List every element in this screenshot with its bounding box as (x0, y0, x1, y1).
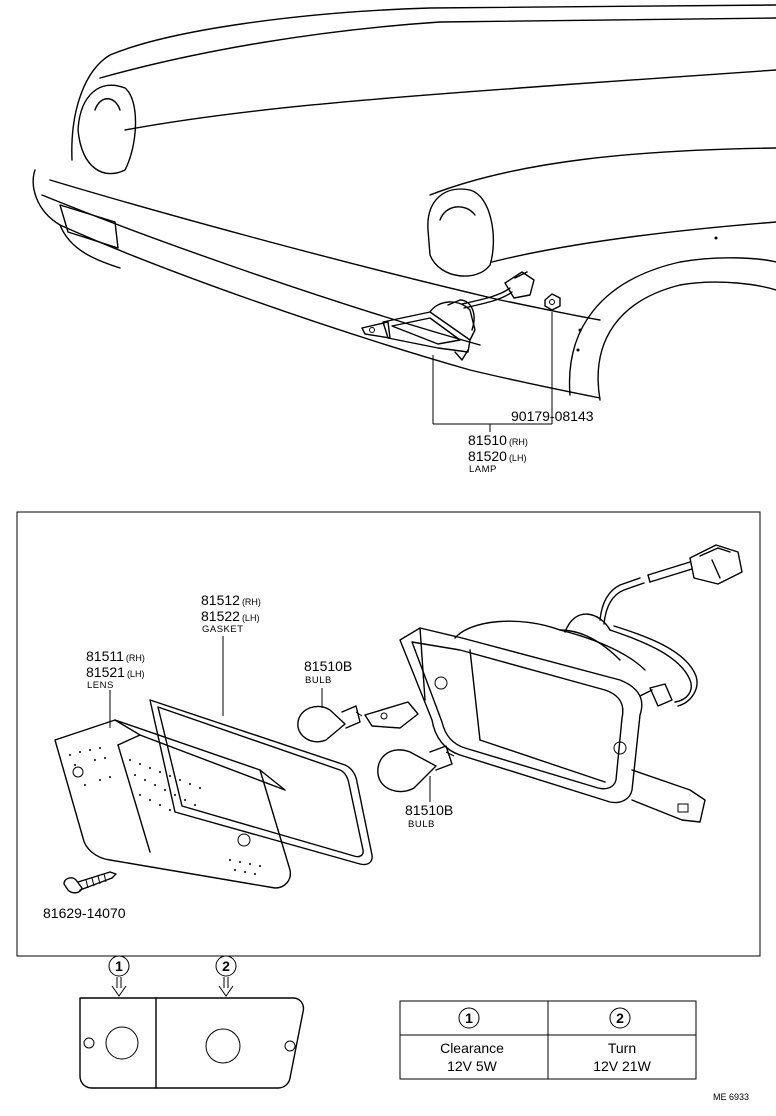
legend-col2-number: 2 (616, 1010, 624, 1026)
lamp-rh-part-number: 81510(RH) (468, 432, 528, 448)
svg-text:2: 2 (222, 958, 230, 974)
screw-drawing (63, 871, 117, 894)
svg-text:1: 1 (115, 958, 123, 974)
gasket-drawing (149, 699, 373, 866)
marker-2: 2 (215, 955, 237, 997)
lamp-assembly-small (361, 271, 561, 361)
diagram-code: ME 6933 (713, 1092, 749, 1102)
bulb-upper-caption: BULB (305, 675, 332, 686)
gasket-caption: GASKET (202, 624, 244, 635)
top-leader-lines (432, 312, 553, 432)
legend-col1-line2: 12V 5W (447, 1058, 498, 1074)
connector-drawing (647, 544, 743, 585)
legend-col2-line2: 12V 21W (593, 1058, 651, 1074)
lens-lh-part-number: 81521(LH) (86, 664, 144, 680)
legend-col2-line1: Turn (608, 1040, 636, 1056)
lamp-lh-part-number: 81520(LH) (468, 448, 526, 464)
nut-part-number: 90179-08143 (511, 408, 594, 424)
gasket-rh-part-number: 81512(RH) (201, 592, 261, 608)
bulb-upper-part-number: 81510B (304, 658, 352, 674)
gasket-lh-part-number: 81522(LH) (201, 608, 259, 624)
marker-1: 1 (108, 955, 130, 997)
lens-caption: LENS (87, 680, 114, 691)
bulb-lower-part-number: 81510B (405, 802, 453, 818)
legend-col1-number: 1 (465, 1010, 473, 1026)
bulb-upper-drawing (297, 705, 363, 743)
screw-part-number: 81629-14070 (43, 905, 126, 921)
bulb-legend-table (399, 1000, 697, 1080)
lens-front-view (79, 997, 305, 1089)
bulb-lower-caption: BULB (408, 819, 435, 830)
lens-drawing (54, 719, 292, 889)
car-front-illustration (32, 4, 776, 401)
housing-drawing (364, 577, 706, 823)
detail-frame (16, 511, 761, 957)
legend-col1-line1: Clearance (440, 1040, 504, 1056)
bulb-lower-drawing (377, 745, 455, 793)
detail-leader-lines (109, 636, 431, 802)
lens-rh-part-number: 81511(RH) (86, 648, 145, 664)
lamp-caption: LAMP (469, 464, 497, 475)
